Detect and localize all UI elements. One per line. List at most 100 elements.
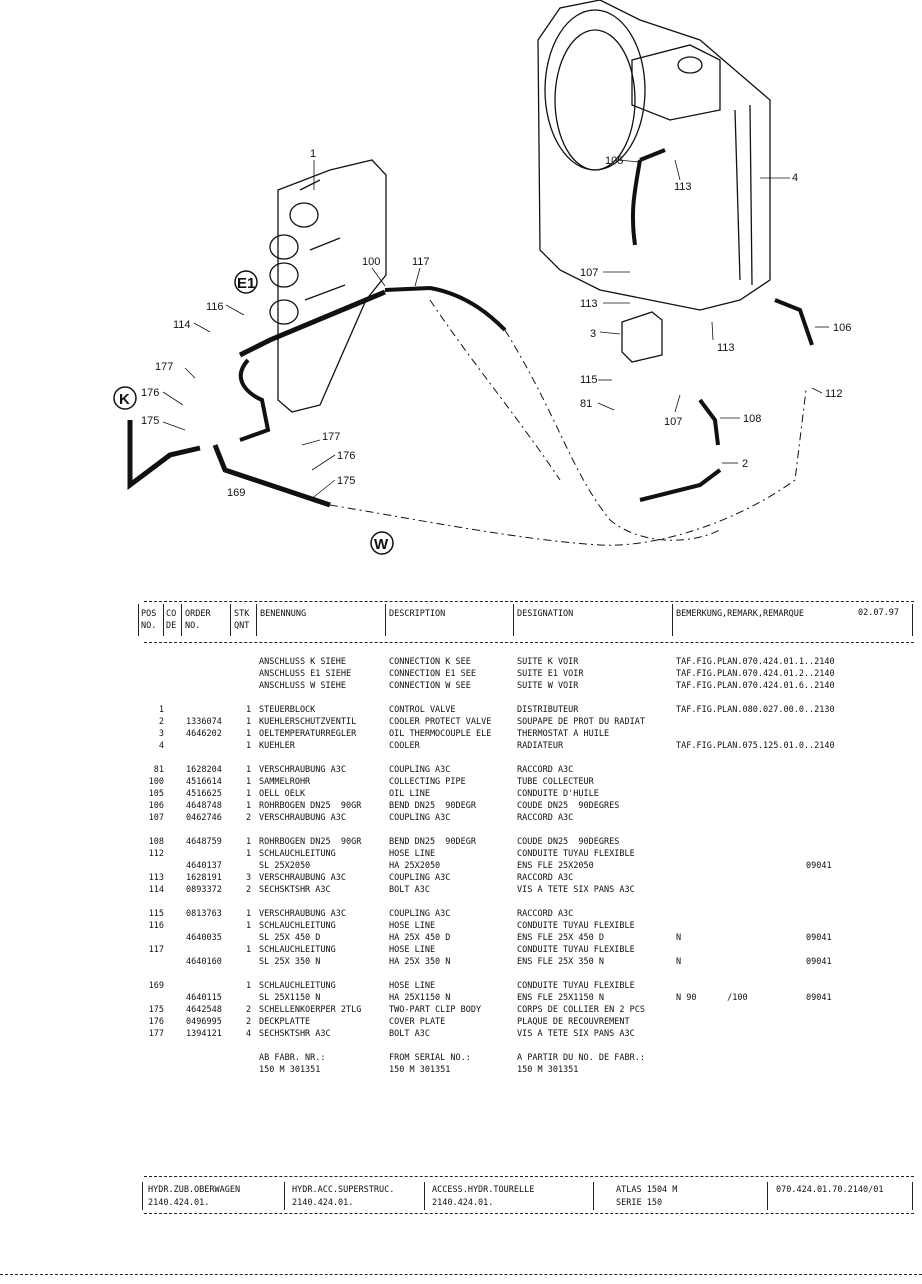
row-benennung: SECHSKTSHR A3C [259, 885, 331, 895]
row-benennung: SL 25X 450 D [259, 933, 321, 943]
row-remark: TAF.FIG.PLAN.070.424.01.2..2140 [676, 669, 835, 679]
row-description: BEND DN25 90DEGR [389, 801, 476, 811]
page-bottom-rule [0, 1274, 922, 1275]
row-remark: TAF.FIG.PLAN.080.027.00.0..2130 [676, 705, 835, 715]
row-quantity: 1 [246, 777, 252, 787]
row-benennung: SECHSKTSHR A3C [259, 1029, 331, 1039]
callout-113b: 113 [580, 298, 598, 310]
row-pos-no: 112 [148, 849, 164, 859]
row-designation: CONDUITE TUYAU FLEXIBLE [517, 849, 635, 859]
row-pos-no: 105 [148, 789, 164, 799]
footer-top-rule [144, 1176, 914, 1177]
footer-cell-2: HYDR.ACC.SUPERSTRUC.2140.424.01. [292, 1185, 395, 1208]
header-divider [385, 604, 386, 636]
row-benennung: AB FABR. NR.: [259, 1053, 326, 1063]
row-quantity: 4 [246, 1029, 252, 1039]
row-quantity: 1 [246, 741, 252, 751]
row-designation: 150 M 301351 [517, 1065, 579, 1075]
callout-108: 108 [743, 413, 761, 425]
row-pos-no: 100 [148, 777, 164, 787]
row-description: BEND DN25 90DEGR [389, 837, 476, 847]
row-benennung: SCHLAUCHLEITUNG [259, 945, 336, 955]
row-designation: PLAQUE DE RECOUVREMENT [517, 1017, 630, 1027]
callout-81: 81 [580, 398, 592, 410]
row-order-no: 4648759 [186, 837, 222, 847]
row-benennung: VERSCHRAUBUNG A3C [259, 813, 346, 823]
row-description: CONNECTION K SEE [389, 657, 471, 667]
row-designation: COUDE DN25 90DEGRES [517, 837, 620, 847]
row-designation: SUITE K VOIR [517, 657, 579, 667]
row-description: HOSE LINE [389, 981, 436, 991]
row-pos-no: 3 [158, 729, 164, 739]
row-description: HA 25X1150 N [389, 993, 451, 1003]
row-benennung: OELL OELK [259, 789, 306, 799]
row-pos-no: 176 [148, 1017, 164, 1027]
callout-176b: 176 [337, 450, 355, 462]
callout-177: 177 [155, 361, 173, 373]
row-order-no: 4646202 [186, 729, 222, 739]
row-order-no: 4640160 [186, 957, 222, 967]
row-quantity: 1 [246, 909, 252, 919]
callout-3: 3 [590, 328, 596, 340]
row-designation: RACCORD A3C [517, 909, 574, 919]
row-designation: ENS FLE 25X 350 N [517, 957, 604, 967]
row-description: OIL LINE [389, 789, 430, 799]
footer-divider [593, 1182, 594, 1210]
row-pos-no: 113 [148, 873, 164, 883]
row-spacer [0, 1040, 922, 1052]
callout-e1: E1 [237, 275, 255, 292]
row-order-no: 4640137 [186, 861, 222, 871]
row-benennung: ROHRBOGEN DN25 90GR [259, 837, 362, 847]
header-divider [181, 604, 182, 636]
row-spacer [0, 752, 922, 764]
callout-1: 1 [310, 148, 316, 160]
row-designation: SUITE E1 VOIR [517, 669, 584, 679]
row-designation: RACCORD A3C [517, 873, 574, 883]
row-pos-no: 106 [148, 801, 164, 811]
row-description: 150 M 301351 [389, 1065, 451, 1075]
row-benennung: DECKPLATTE [259, 1017, 311, 1027]
row-designation: VIS A TETE SIX PANS A3C [517, 885, 635, 895]
row-description: CONNECTION E1 SEE [389, 669, 476, 679]
header-divider [230, 604, 231, 636]
row-description: HOSE LINE [389, 921, 436, 931]
callout-106: 106 [833, 322, 851, 334]
row-remark: TAF.FIG.PLAN.070.424.01.1..2140 [676, 657, 835, 667]
row-quantity: 1 [246, 729, 252, 739]
row-pos-no: 1 [158, 705, 164, 715]
callout-107b: 107 [664, 416, 682, 428]
row-quantity: 1 [246, 981, 252, 991]
row-pos-no: 115 [148, 909, 164, 919]
row-designation: CONDUITE TUYAU FLEXIBLE [517, 981, 635, 991]
row-quantity: 3 [246, 873, 252, 883]
row-spacer [0, 692, 922, 704]
row-description: OIL THERMOCOUPLE ELE [389, 729, 492, 739]
callout-115: 115 [580, 374, 598, 386]
header-divider [138, 604, 139, 636]
row-benennung: SCHLAUCHLEITUNG [259, 921, 336, 931]
row-note: 09041 [806, 861, 832, 871]
row-description: BOLT A3C [389, 885, 430, 895]
row-designation: ENS FLE 25X1150 N [517, 993, 604, 1003]
callout-176: 176 [141, 387, 159, 399]
row-designation: TUBE COLLECTEUR [517, 777, 594, 787]
footer-divider [767, 1182, 768, 1210]
header-remark: BEMERKUNG,REMARK,REMARQUE [676, 609, 804, 619]
